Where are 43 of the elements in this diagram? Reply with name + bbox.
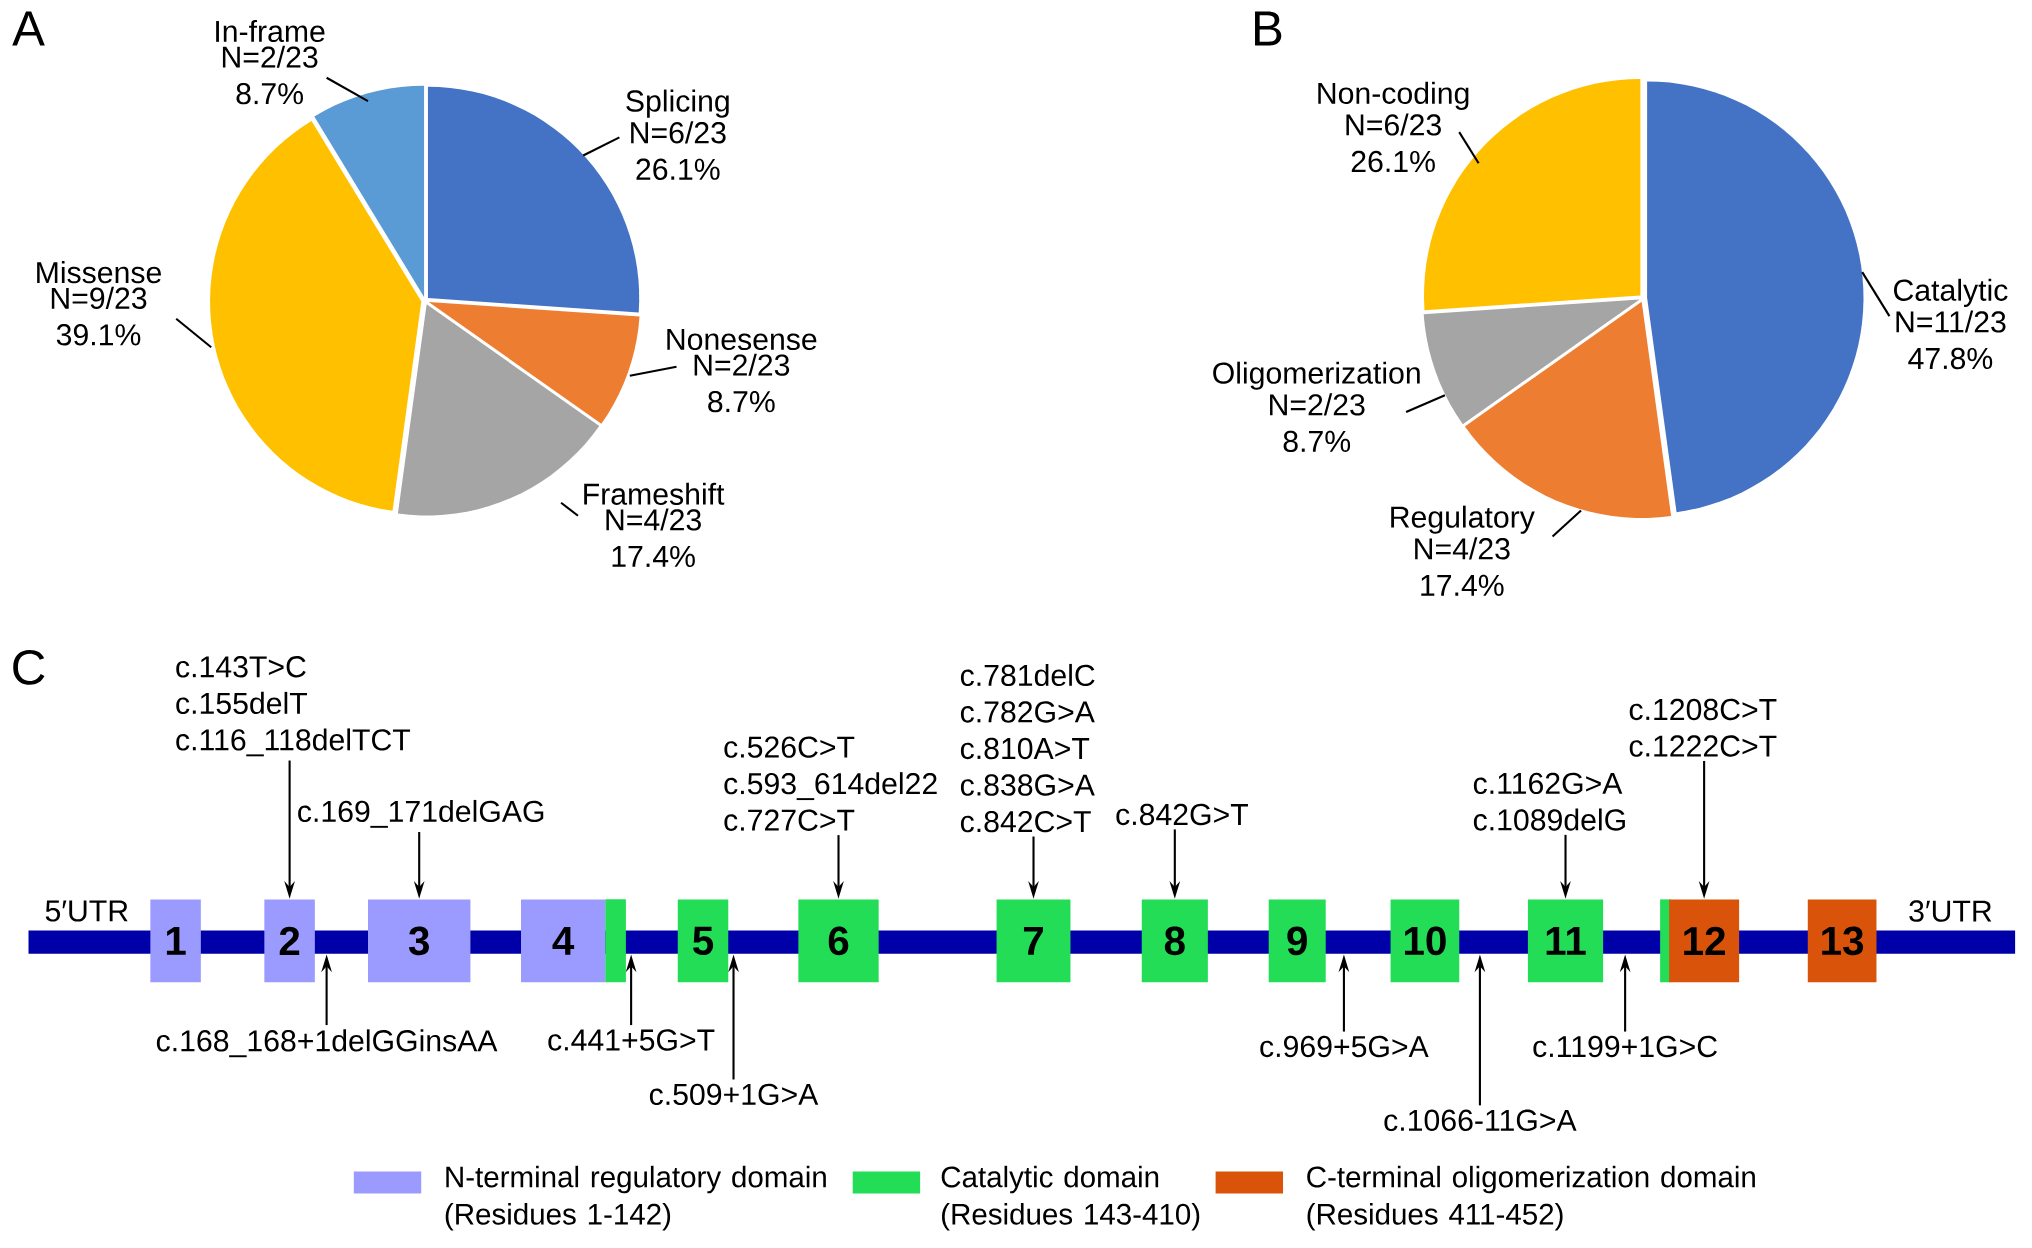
mutation-label: c.842G>T [1116,803,1248,826]
slice-label: In-frame N=2/23 8.7% [216,19,325,105]
exon-box: 12 [1669,899,1740,983]
slice-label: Oligomerization N=2/23 8.7% [1213,361,1420,453]
mutation-label: c.168_168+1delGGinsAA [156,1029,498,1058]
mutation-label: c.969+5G>A [1260,1035,1429,1058]
exon-box: 5 [677,899,729,983]
exon-box: 9 [1268,899,1326,983]
utr-label: 3′UTR [1909,900,1992,922]
exon-box: 10 [1390,899,1460,983]
exon-box: 7 [996,899,1071,983]
mutation-label: c.169_171delGAG [298,799,544,828]
legend-text: N-terminal regulatory domain (Residues 1-142) [445,1165,826,1231]
mutation-label: c.441+5G>T [548,1029,715,1051]
slice-label: Missense N=9/23 39.1% [37,261,161,346]
exon-box: 8 [1141,899,1208,983]
slice-label: Splicing N=6/23 26.1% [626,89,729,180]
slice-label: Non-coding N=6/23 26.1% [1318,81,1469,173]
mutation-label: c.509+1G>A [649,1083,819,1106]
exon-box: 6 [798,899,879,983]
slice-label: Nonesense N=2/23 8.7% [667,329,817,413]
exon-box: 2 [264,899,315,983]
mutation-label: c.143T>C c.155delT c.116_118delTCT [176,656,411,757]
exon-box: 3 [368,899,471,983]
mutation-label: c.1199+1G>C [1533,1035,1717,1058]
exon-box: 11 [1527,899,1604,983]
panel-letter: B [1255,11,1282,46]
exon-box: 4 [521,899,606,983]
slice-label: Frameshift N=4/23 17.4% [584,482,725,568]
mutation-label: c.526C>T c.593_614del22 c.727C>T [724,736,937,831]
exon-box: 1 [150,899,201,983]
mutation-label: c.781delC c.782G>A c.810A>T c.838G>A c.842C>T [960,663,1095,833]
slice-label: Catalytic N=11/23 47.8% [1894,278,2008,370]
exon-box: 13 [1807,899,1877,983]
panel-letter: A [12,11,45,46]
legend-text: C-terminal oligomerization domain (Residues 411-452) [1307,1165,1755,1231]
mutation-label: c.1162G>A c.1089delG [1473,772,1625,831]
mutation-label: c.1066-11G>A [1384,1109,1577,1131]
slice-label: Regulatory N=4/23 17.4% [1391,505,1535,596]
mutation-label: c.1208C>T c.1222C>T [1629,698,1777,757]
panel-letter: C [13,649,45,685]
legend-text: Catalytic domain (Residues 143-410) [941,1165,1200,1231]
utr-label: 5′UTR [45,900,128,922]
